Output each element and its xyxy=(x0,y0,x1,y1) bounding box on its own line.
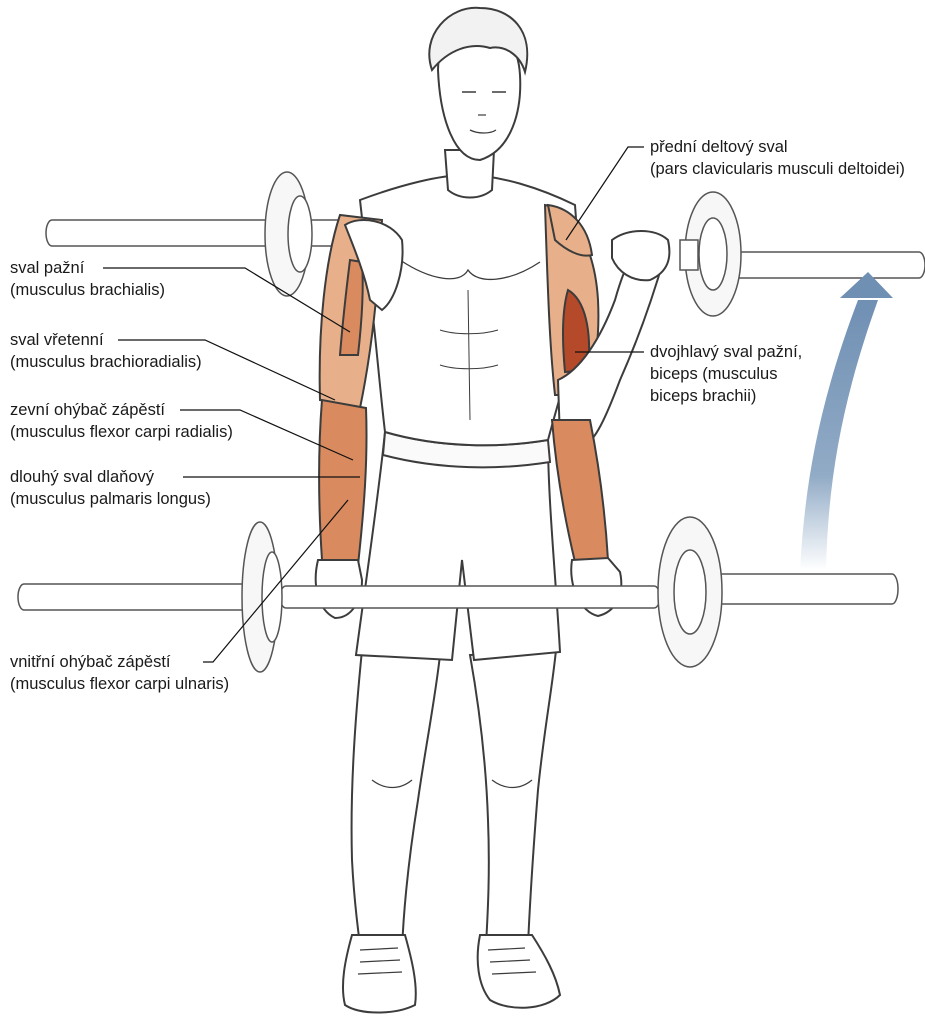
left-leg xyxy=(352,650,440,950)
label-flexor-carpi-ulnaris: vnitřní ohýbač zápěstí (musculus flexor … xyxy=(10,651,229,695)
lower-plate-left-inner xyxy=(262,552,282,642)
upper-plate-left-inner xyxy=(288,196,312,272)
shoes xyxy=(343,935,560,1013)
head xyxy=(429,8,527,198)
legs xyxy=(352,650,556,950)
left-shoe xyxy=(343,935,416,1013)
lower-bar-right xyxy=(700,574,898,604)
curved-upward-arrow-icon xyxy=(800,272,893,570)
right-forearm xyxy=(552,420,608,562)
lower-bar-left xyxy=(18,584,258,610)
arrow-shaft xyxy=(800,300,878,570)
label-anterior-deltoid: přední deltový sval (pars clavicularis m… xyxy=(650,136,905,180)
label-brachialis: sval pažní (musculus brachialis) xyxy=(10,257,165,301)
label-biceps-name: dvojhlavý sval pažní, xyxy=(650,341,802,363)
upper-plate-right-inner xyxy=(699,218,727,290)
label-palmaris-longus-latin: (musculus palmaris longus) xyxy=(10,488,211,510)
curled-hand xyxy=(612,231,669,280)
label-brachioradialis-latin: (musculus brachioradialis) xyxy=(10,351,202,373)
label-biceps-latin-2: biceps brachii) xyxy=(650,385,802,407)
right-leg xyxy=(470,650,556,945)
label-brachioradialis-name: sval vřetenní xyxy=(10,329,202,351)
curled-arm xyxy=(545,205,669,445)
left-forearm xyxy=(319,400,367,565)
label-biceps: dvojhlavý sval pažní, biceps (musculus b… xyxy=(650,341,802,407)
label-brachioradialis: sval vřetenní (musculus brachioradialis) xyxy=(10,329,202,373)
label-flexor-carpi-ulnaris-latin: (musculus flexor carpi ulnaris) xyxy=(10,673,229,695)
shorts xyxy=(356,432,560,660)
label-flexor-carpi-radialis-latin: (musculus flexor carpi radialis) xyxy=(10,421,233,443)
right-shoe xyxy=(478,935,560,1008)
label-brachialis-name: sval pažní xyxy=(10,257,165,279)
label-anterior-deltoid-latin: (pars clavicularis musculi deltoidei) xyxy=(650,158,905,180)
label-anterior-deltoid-name: přední deltový sval xyxy=(650,136,905,158)
label-biceps-latin-1: biceps (musculus xyxy=(650,363,802,385)
label-brachialis-latin: (musculus brachialis) xyxy=(10,279,165,301)
upper-collar-right xyxy=(680,240,698,270)
label-palmaris-longus: dlouhý sval dlaňový (musculus palmaris l… xyxy=(10,466,211,510)
label-flexor-carpi-radialis: zevní ohýbač zápěstí (musculus flexor ca… xyxy=(10,399,233,443)
label-palmaris-longus-name: dlouhý sval dlaňový xyxy=(10,466,211,488)
lower-plate-right-inner xyxy=(674,550,706,634)
label-flexor-carpi-ulnaris-name: vnitřní ohýbač zápěstí xyxy=(10,651,229,673)
lower-bar-middle xyxy=(280,586,660,608)
label-flexor-carpi-radialis-name: zevní ohýbač zápěstí xyxy=(10,399,233,421)
